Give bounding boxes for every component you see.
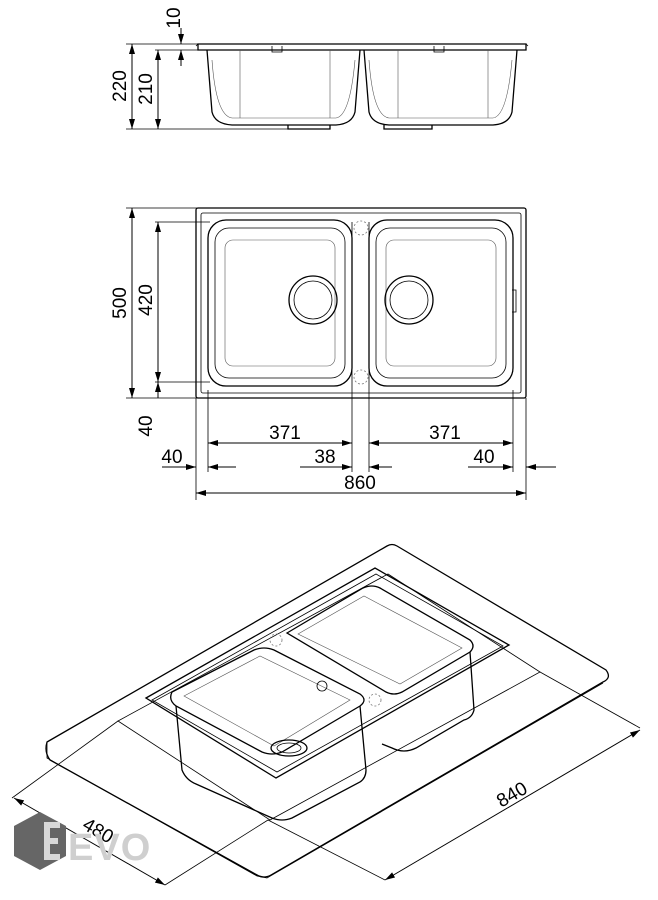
perspective-overflow: [316, 680, 328, 692]
dim-480-extension: [11, 720, 269, 886]
top-extension-vertical: [195, 222, 527, 500]
left-bowl-profile: [206, 49, 361, 126]
dim-10-label: 10: [164, 7, 185, 28]
perspective-back-bowl-rim: [285, 585, 474, 695]
right-drain-outer: [384, 275, 434, 325]
sink-rim-outline: [195, 207, 527, 399]
rim-profile: [197, 43, 527, 51]
perspective-back-bowl-inner: [297, 595, 463, 685]
rim-clip-right: [433, 46, 445, 53]
left-drain-outer: [288, 275, 338, 325]
right-waste-outlet: [383, 125, 433, 130]
left-bowl-inner: [214, 227, 346, 379]
dim-line-840: [384, 729, 641, 881]
left-bowl-inner-line: [211, 59, 356, 119]
perspective-tap-hole-left: [269, 633, 283, 647]
dim-371-right-label: 371: [429, 423, 461, 444]
countertop-front-edge: [46, 682, 604, 879]
perspective-front-drain: [270, 739, 308, 757]
left-bowl-floor: [224, 239, 336, 367]
dim-220-label: 220: [110, 70, 131, 102]
right-drain-inner: [389, 280, 429, 320]
dim-420-label: 420: [136, 284, 157, 316]
perspective-view: 840 480: [11, 543, 641, 886]
logo-e-glyph-icon: [44, 822, 60, 860]
dim-210-label: 210: [136, 73, 157, 105]
perspective-front-bowl-inner: [183, 655, 351, 747]
top-extension-horizontal: [126, 207, 210, 399]
perspective-front-bowl-wall: [175, 705, 367, 821]
dim-500-label: 500: [110, 287, 131, 319]
perspective-front-drain-inner: [276, 742, 302, 754]
dim-371-left-label: 371: [269, 423, 301, 444]
logo-hexagon-icon: [14, 812, 66, 870]
right-bowl-inner: [375, 227, 507, 379]
right-bowl-floor: [385, 239, 497, 367]
dim-40-rear-label: 40: [136, 415, 157, 436]
dim-38-label: 38: [314, 447, 335, 468]
perspective-sink-rim-inner: [151, 573, 504, 773]
countertop-top: [45, 543, 610, 878]
tap-hole-bottom: [353, 369, 369, 385]
side-extension-lines: [126, 43, 290, 130]
right-bowl-inner-line: [368, 59, 513, 119]
perspective-sink-rim: [144, 567, 511, 779]
right-bowl-shading: [397, 50, 489, 118]
rim-clip-left: [271, 46, 283, 53]
dim-40-right-label: 40: [473, 447, 494, 468]
tap-hole-top: [353, 220, 369, 236]
overflow-slot: [512, 289, 517, 313]
dim-840-label: 840: [493, 778, 531, 812]
perspective-tap-hole-right: [368, 693, 382, 707]
left-bowl-outline: [207, 219, 353, 387]
right-bowl-profile: [363, 49, 518, 126]
dim-840-extension: [267, 671, 641, 881]
top-view: 500 420 40 371 371 40 38 40 860: [110, 207, 556, 500]
logo-text: EVO: [68, 827, 151, 869]
left-waste-outlet: [287, 125, 331, 130]
dim-40-left-label: 40: [161, 447, 182, 468]
evo-logo: EVO: [14, 812, 151, 870]
dim-860-label: 860: [344, 473, 376, 494]
sink-rim-inner: [200, 212, 522, 394]
left-bowl-shading: [239, 50, 331, 118]
side-view: 220 210 10: [110, 7, 529, 130]
left-drain-inner: [293, 280, 333, 320]
